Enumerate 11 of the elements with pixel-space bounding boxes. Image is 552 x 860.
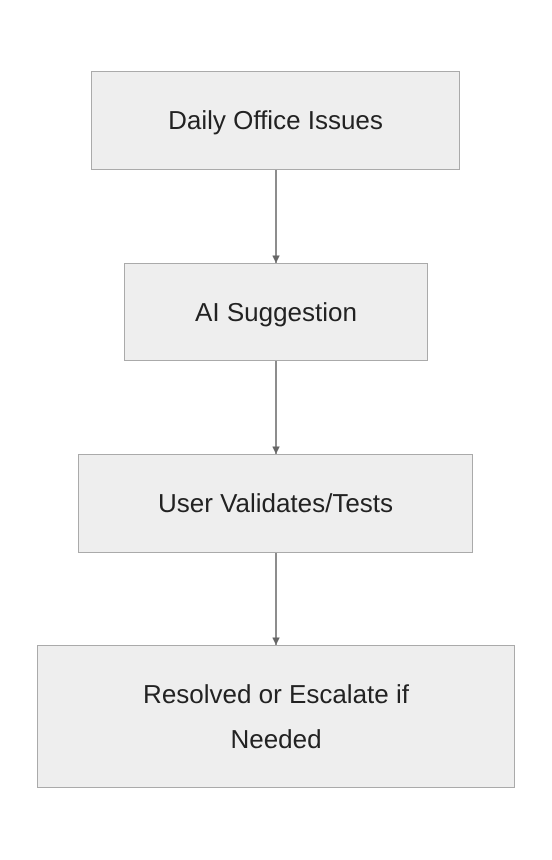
arrow: [272, 553, 280, 645]
box-label: AI Suggestion: [195, 296, 357, 328]
process-box: [37, 645, 515, 788]
process-box: [91, 71, 460, 170]
box-label: User Validates/Tests: [158, 487, 394, 520]
process-box: [124, 263, 428, 361]
arrow: [272, 361, 280, 454]
box-label: Resolved or Escalate if Needed: [142, 678, 410, 756]
process-box: [78, 454, 473, 553]
box-label: Daily Office Issues: [168, 104, 383, 137]
arrow: [272, 170, 280, 263]
